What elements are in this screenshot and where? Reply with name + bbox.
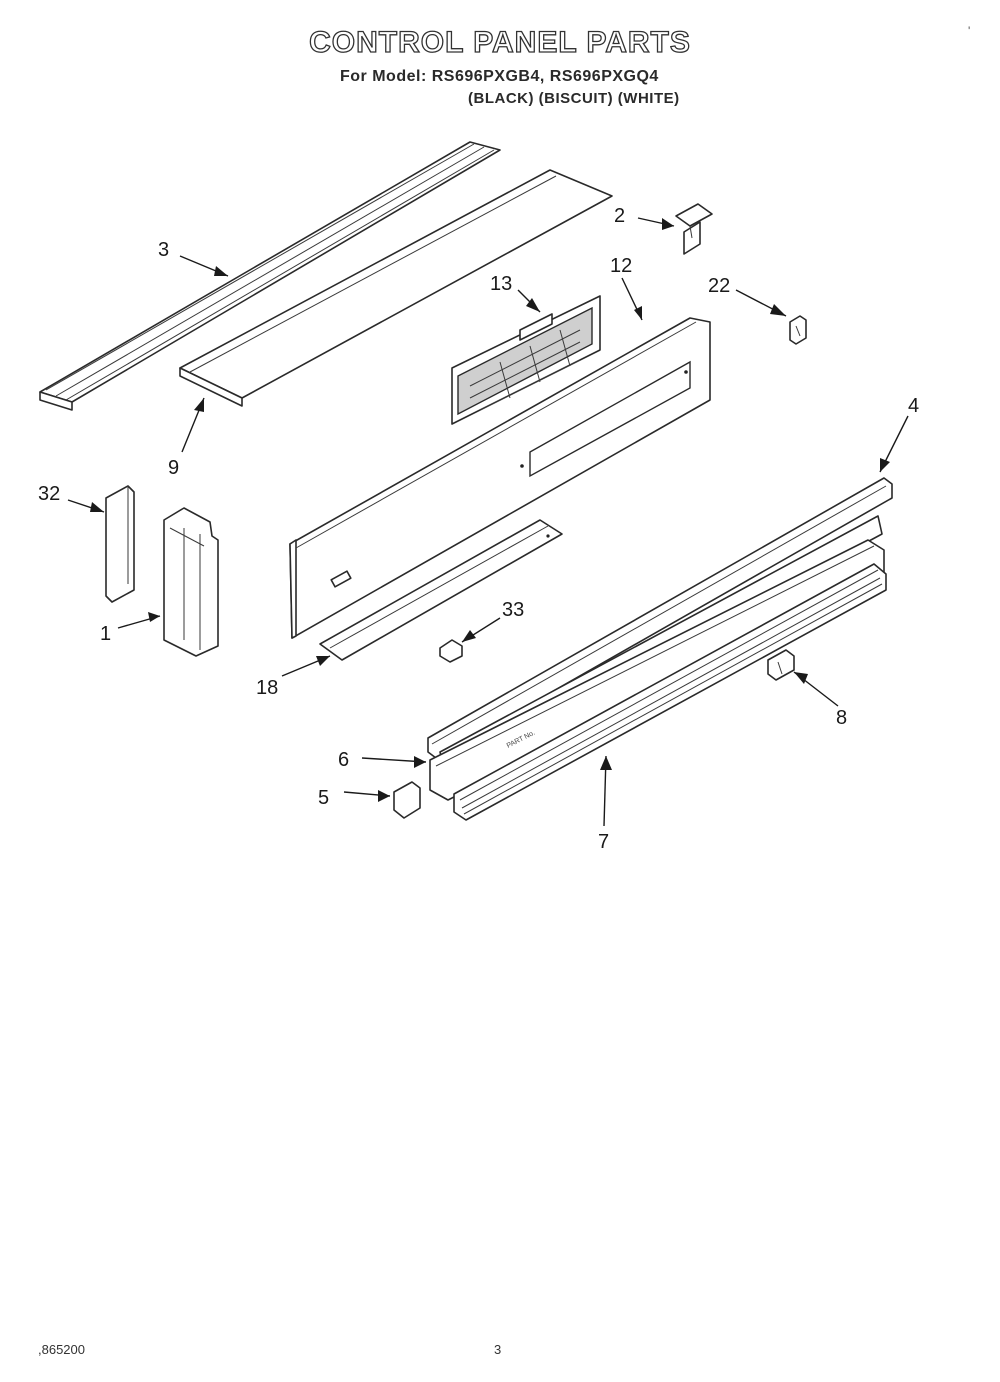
color-line: (BLACK) (BISCUIT) (WHITE) — [468, 90, 680, 107]
part-6-front-rail[interactable]: PART No. — [429, 539, 885, 801]
page-number: 3 — [494, 1342, 502, 1357]
callout-7: 7 — [598, 831, 609, 853]
part-18-lower-trim[interactable] — [319, 519, 563, 661]
part-13-control-board[interactable] — [451, 295, 601, 425]
document-code: ,865200 — [38, 1342, 85, 1357]
callout-5: 5 — [318, 787, 329, 809]
callout-6: 6 — [338, 749, 349, 771]
part-5-end-cap[interactable] — [393, 781, 421, 819]
part-12-control-panel[interactable] — [289, 317, 711, 639]
callout-33: 33 — [502, 599, 524, 621]
callout-12: 12 — [610, 255, 632, 277]
model-line: For Model: RS696PXGB4, RS696PXGQ4 — [340, 68, 659, 85]
callout-32: 32 — [38, 483, 60, 505]
diagram-title: CONTROL PANEL PARTS — [308, 25, 691, 59]
callout-2: 2 — [614, 205, 625, 227]
part-1-side-bracket[interactable] — [163, 507, 219, 657]
part-9-trim-strip[interactable] — [179, 169, 613, 407]
part-3-top-rail[interactable] — [39, 141, 501, 411]
part-2-bracket[interactable] — [675, 203, 713, 255]
callout-22: 22 — [708, 275, 730, 297]
callout-9: 9 — [168, 457, 179, 479]
callout-4: 4 — [908, 395, 919, 417]
part-22-clip[interactable] — [789, 315, 807, 345]
callout-13: 13 — [490, 273, 512, 295]
part-8-clip[interactable] — [767, 649, 795, 681]
arrowheads — [90, 218, 890, 802]
callout-3: 3 — [158, 239, 169, 261]
part-33-clip[interactable] — [439, 639, 463, 663]
callout-numbers: 3 2 22 13 12 9 32 1 18 33 4 8 6 5 7 — [38, 205, 919, 853]
callout-8: 8 — [836, 707, 847, 729]
callout-1: 1 — [100, 623, 111, 645]
callout-18: 18 — [256, 677, 278, 699]
corner-mark: ' — [968, 24, 971, 38]
part-7-bottom-extrusion[interactable] — [453, 563, 887, 821]
part-32-end-cap[interactable] — [105, 485, 135, 603]
